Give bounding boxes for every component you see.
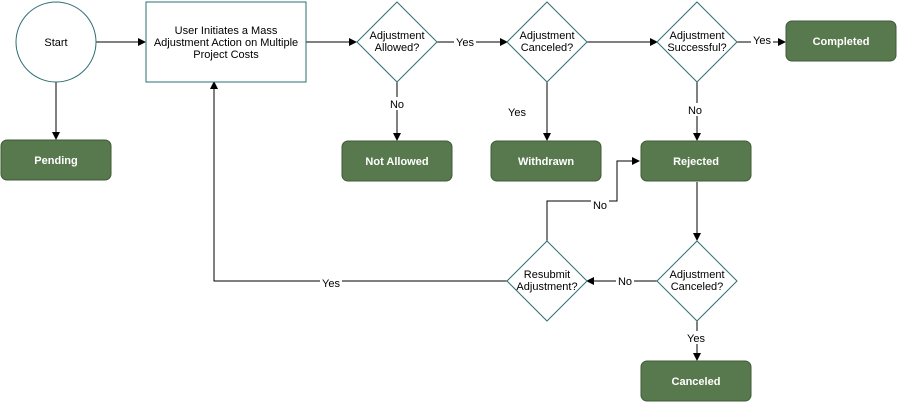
canceled1-diamond bbox=[506, 1, 588, 83]
canceled1-label-line-2: Canceled? bbox=[521, 42, 574, 54]
node-start: Start bbox=[15, 1, 97, 83]
state-completed: Completed bbox=[785, 20, 897, 62]
canceled2-yes-bg bbox=[685, 331, 707, 344]
node-resubmit-decision: Resubmit Adjustment? bbox=[506, 240, 588, 322]
allowed-label-line-2: Allowed? bbox=[375, 42, 420, 54]
successful-label-line-2: Successful? bbox=[667, 42, 726, 54]
initiate-box bbox=[145, 1, 307, 83]
pending-label: Pending bbox=[34, 155, 77, 167]
state-rejected: Rejected bbox=[640, 140, 752, 182]
resubmit-yes-label: Yes bbox=[322, 278, 340, 290]
not-allowed-box bbox=[341, 140, 453, 182]
resubmit-no-bg bbox=[591, 198, 609, 211]
successful-yes-label: Yes bbox=[753, 35, 771, 47]
allowed-label-line-1: Adjustment bbox=[369, 30, 424, 42]
canceled1-yes-label: Yes bbox=[508, 107, 526, 119]
canceled2-label-line-1: Adjustment bbox=[669, 269, 724, 281]
node-canceled1-decision: Adjustment Canceled? bbox=[506, 1, 588, 83]
rejected-box bbox=[640, 140, 752, 182]
node-successful-decision: Adjustment Successful? bbox=[656, 1, 738, 83]
initiate-label-line-2: Adjustment Action on Multiple bbox=[154, 37, 298, 49]
not-allowed-label: Not Allowed bbox=[365, 156, 428, 168]
initiate-label-line-3: Project Costs bbox=[193, 49, 259, 61]
successful-diamond bbox=[656, 1, 738, 83]
edge-resubmit-no bbox=[546, 157, 640, 241]
edge-resubmit-yes bbox=[210, 81, 507, 282]
withdrawn-box bbox=[490, 140, 602, 182]
resubmit-label-line-2: Adjustment? bbox=[516, 281, 577, 293]
state-withdrawn: Withdrawn bbox=[490, 140, 602, 182]
allowed-yes-label: Yes bbox=[456, 37, 474, 49]
completed-box bbox=[785, 20, 897, 62]
successful-yes-bg bbox=[751, 33, 773, 46]
canceled2-no-bg bbox=[616, 274, 634, 287]
canceled2-no-label: No bbox=[618, 276, 632, 288]
node-allowed-decision: Adjustment Allowed? bbox=[356, 1, 438, 83]
withdrawn-label: Withdrawn bbox=[518, 156, 574, 168]
resubmit-no-label: No bbox=[593, 200, 607, 212]
rejected-label: Rejected bbox=[673, 156, 719, 168]
start-label: Start bbox=[44, 37, 67, 49]
allowed-diamond bbox=[356, 1, 438, 83]
canceled2-label-line-2: Canceled? bbox=[671, 281, 724, 293]
start-circle bbox=[15, 1, 97, 83]
state-canceled: Canceled bbox=[640, 360, 752, 402]
canceled-label: Canceled bbox=[672, 376, 721, 388]
edges bbox=[52, 38, 786, 361]
allowed-no-label: No bbox=[390, 99, 404, 111]
resubmit-yes-bg bbox=[320, 276, 342, 289]
edge-labels: Yes No Yes Yes No No No Yes Yes bbox=[320, 33, 773, 345]
canceled2-yes-label: Yes bbox=[687, 333, 705, 345]
allowed-yes-bg bbox=[454, 35, 476, 48]
resubmit-diamond bbox=[506, 240, 588, 322]
pending-box bbox=[0, 139, 112, 181]
allowed-no-bg bbox=[388, 97, 406, 110]
node-initiate: User Initiates a Mass Adjustment Action … bbox=[145, 1, 307, 83]
completed-label: Completed bbox=[813, 36, 870, 48]
canceled1-label-line-1: Adjustment bbox=[519, 30, 574, 42]
canceled2-diamond bbox=[656, 240, 738, 322]
state-not-allowed: Not Allowed bbox=[341, 140, 453, 182]
state-pending: Pending bbox=[0, 139, 112, 181]
successful-no-label: No bbox=[688, 105, 702, 117]
initiate-label-line-1: User Initiates a Mass bbox=[175, 25, 278, 37]
resubmit-label-line-1: Resubmit bbox=[524, 269, 570, 281]
canceled-box bbox=[640, 360, 752, 402]
node-canceled2-decision: Adjustment Canceled? bbox=[656, 240, 738, 322]
successful-no-bg bbox=[686, 103, 704, 116]
successful-label-line-1: Adjustment bbox=[669, 30, 724, 42]
